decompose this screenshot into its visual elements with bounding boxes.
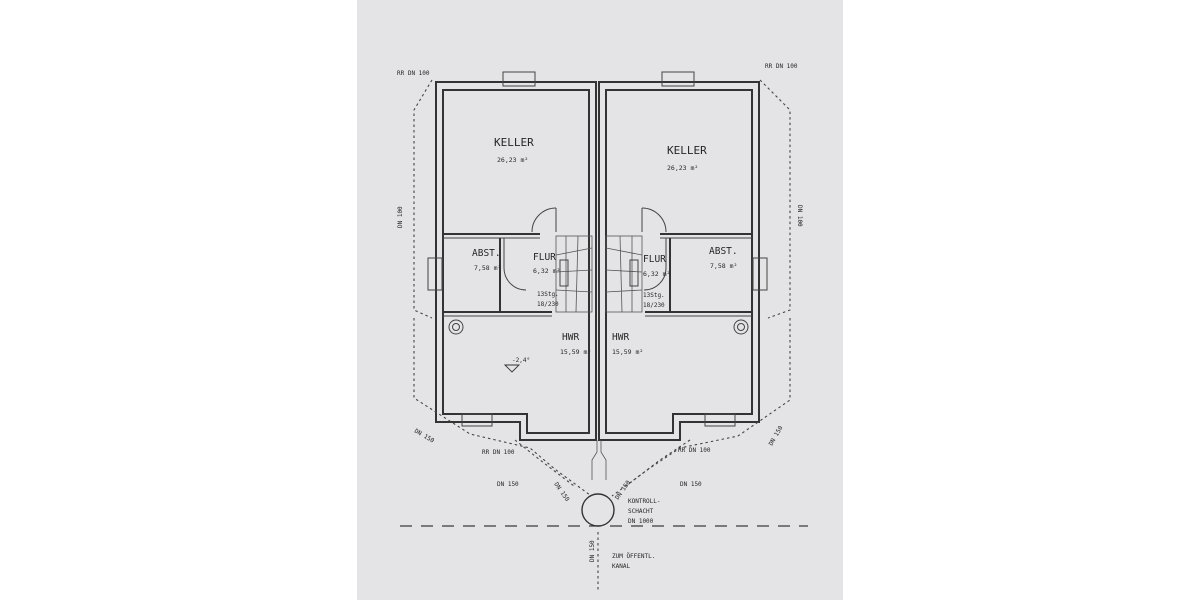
pipe-label-dn150-low-right: DN 150 [680,481,702,488]
right-keller-area: 26,23 m² [667,164,698,172]
left-hwr-area: 15,59 m² [560,348,591,356]
right-hwr-area: 15,59 m² [612,348,643,356]
control-shaft [581,493,615,527]
shaft-label-line1: KONTROLL- [628,498,661,505]
right-stairs-steps: 13Stg. [643,292,665,299]
pipe-label-rr-bottom-right: RR DN 100 [678,447,711,454]
level-arrow-icon [503,364,521,373]
pipe-label-dn100-left: DN 100 [397,206,404,228]
windows [427,71,768,427]
pipe-label-dn100-right: DN 100 [796,205,803,227]
right-hwr-label: HWR [612,332,629,343]
left-level-label: -2,4° [512,357,530,364]
right-flur-label: FLUR [643,254,666,265]
right-flur-area: 6,32 m² [643,270,670,278]
left-flur-area: 6,32 m² [533,267,560,275]
right-abst-area: 7,58 m² [710,262,737,270]
pipe-label-rr-top-right: RR DN 100 [765,63,798,70]
shaft-label-line3: DN 1000 [628,518,654,525]
left-stairs-size: 18/230 [537,301,559,308]
right-stairs-size: 18/230 [643,302,665,309]
pipe-label-dn150-corner-right: DN 150 [768,424,785,447]
pipe-label-rr-top-left: RR DN 100 [397,70,430,77]
pipe-label-dn150-low-left: DN 150 [497,481,519,488]
left-flur-label: FLUR [533,252,556,263]
sewer-label-line1: ZUM ÖFFENTL. [612,553,655,560]
left-stairs-steps: 13Stg. [537,291,559,298]
drainage-pipes [400,79,808,592]
left-keller-label: KELLER [494,136,534,149]
left-hwr-label: HWR [562,332,579,343]
interior-walls-left [443,207,593,335]
shaft-label-line2: SCHACHT [628,508,654,515]
pipe-label-dn150-corner-left: DN 150 [413,428,436,445]
building-outline [435,81,760,441]
pipe-label-rr-bottom-left: RR DN 100 [482,449,515,456]
right-keller-label: KELLER [667,144,707,157]
sewer-label-line2: KANAL [612,563,630,570]
left-abst-area: 7,58 m² [474,264,501,272]
left-keller-area: 26,23 m² [497,156,528,164]
interior-walls-right [605,207,752,335]
pipe-label-dn150-diag-left: DN 150 [552,481,570,503]
right-abst-label: ABST. [709,246,738,257]
pipe-label-dn150-outlet: DN 150 [589,540,596,562]
left-abst-label: ABST. [472,248,501,259]
